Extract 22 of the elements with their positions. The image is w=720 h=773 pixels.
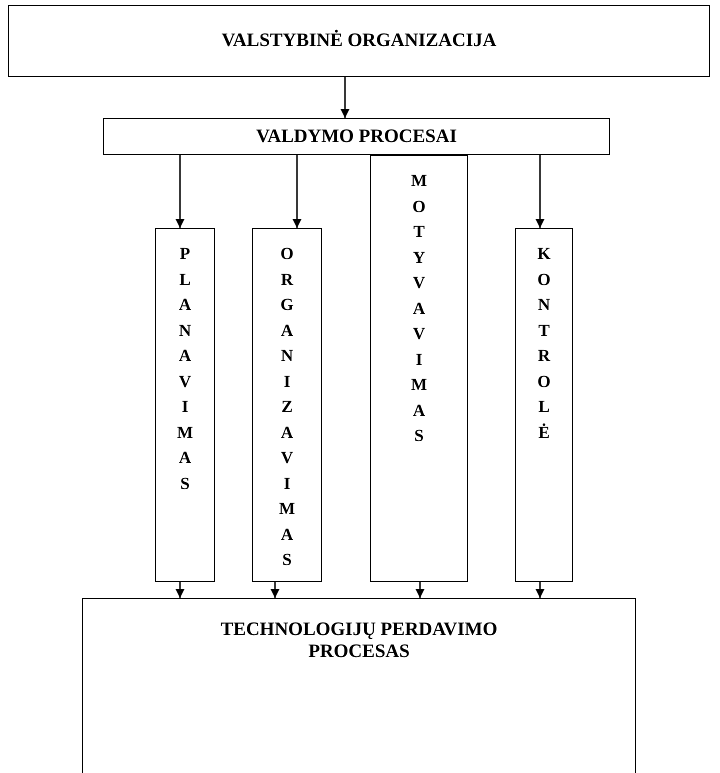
- vertical-process-box: [155, 228, 215, 582]
- vertical-process-box: [515, 228, 573, 582]
- arrow: [270, 582, 280, 598]
- arrow: [340, 77, 350, 118]
- process-box: [8, 5, 710, 77]
- process-box: [103, 118, 610, 155]
- arrow: [536, 155, 544, 228]
- box-label: VALDYMO PROCESAI: [256, 126, 457, 148]
- box-label: PLANAVIMAS: [176, 243, 194, 494]
- box-label: VALSTYBINĖ ORGANIZACIJA: [222, 30, 496, 52]
- arrow: [176, 582, 184, 598]
- box-label: TECHNOLOGIJŲ PERDAVIMO PROCESAS: [220, 619, 498, 663]
- box-label: KONTROLĖ: [536, 243, 552, 444]
- box-label: ORGANIZAVIMAS: [278, 243, 296, 571]
- box-label: MOTYVAVIMAS: [410, 170, 428, 447]
- arrow: [416, 582, 424, 598]
- arrow: [292, 155, 302, 228]
- process-box: [82, 598, 636, 773]
- arrow: [536, 582, 544, 598]
- arrow: [176, 155, 184, 228]
- vertical-process-box: [252, 228, 322, 582]
- vertical-process-box: [370, 155, 468, 582]
